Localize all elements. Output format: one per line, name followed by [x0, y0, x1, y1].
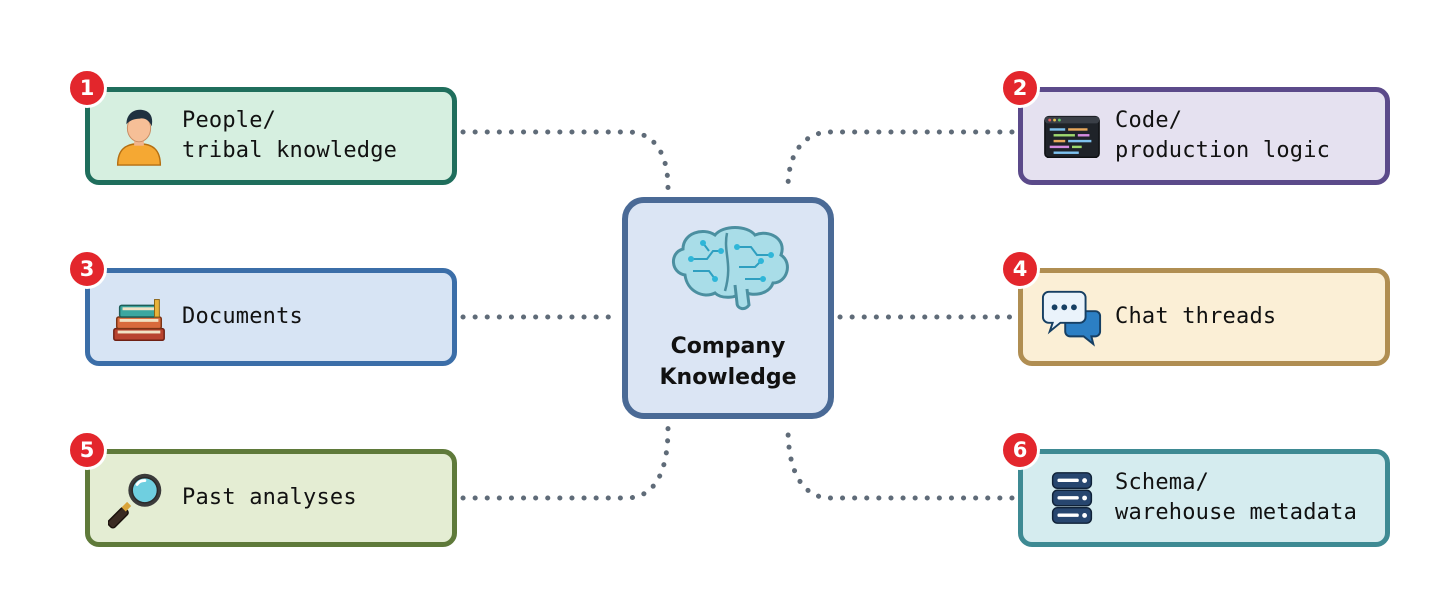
chat-bubbles-icon [1041, 290, 1102, 347]
badge-2: 2 [1000, 68, 1040, 108]
connector-1 [460, 129, 671, 191]
node-code: Code/ production logic [1018, 87, 1390, 185]
database-icon [1051, 472, 1093, 524]
badge-6: 6 [1000, 430, 1040, 470]
hub-title: Company Knowledge [659, 334, 797, 390]
connector-6 [785, 425, 1015, 501]
brain-circuit-icon [672, 226, 789, 311]
person-icon [116, 109, 162, 166]
node-label: Chat threads [1115, 304, 1277, 329]
node-label: People/ tribal knowledge [182, 108, 398, 163]
badge-5: 5 [67, 430, 107, 470]
badge-3: 3 [67, 249, 107, 289]
magnifier-icon [108, 473, 162, 529]
books-icon [113, 299, 165, 341]
connector-5 [460, 425, 671, 501]
node-label: Past analyses [182, 485, 357, 510]
node-documents: Documents [85, 268, 457, 366]
node-chat: Chat threads [1018, 268, 1390, 366]
badge-1: 1 [67, 68, 107, 108]
node-people: People/ tribal knowledge [85, 87, 457, 185]
node-label: Code/ production logic [1115, 108, 1331, 163]
node-label: Documents [182, 304, 304, 329]
code-editor-icon [1044, 115, 1100, 159]
company-knowledge-hub: Company Knowledge [622, 197, 834, 419]
node-schema: Schema/ warehouse metadata [1018, 449, 1390, 547]
node-label: Schema/ warehouse metadata [1115, 470, 1358, 525]
node-past-analyses: Past analyses [85, 449, 457, 547]
badge-4: 4 [1000, 249, 1040, 289]
connector-2 [785, 129, 1015, 191]
